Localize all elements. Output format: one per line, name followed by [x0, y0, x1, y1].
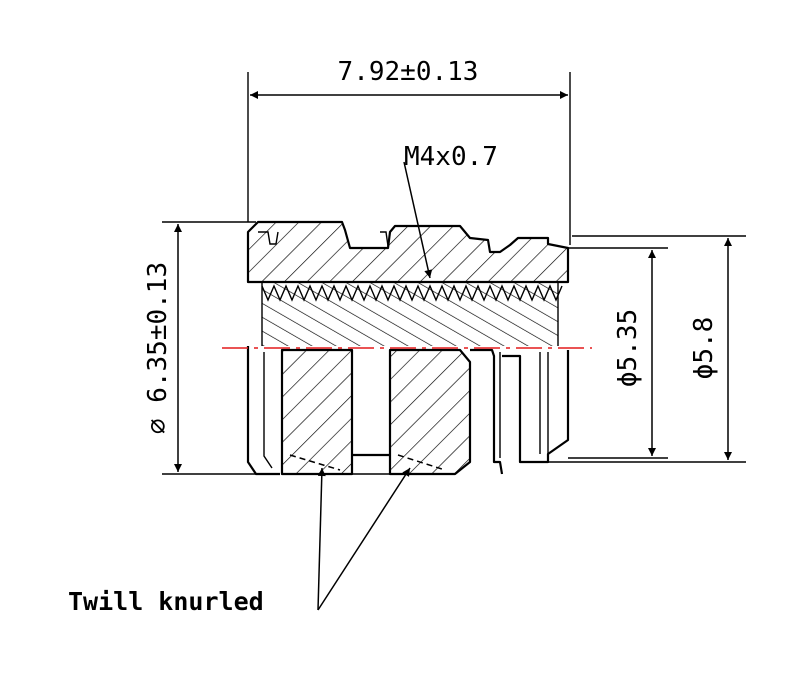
knurl-callout: Twill knurled	[68, 467, 411, 616]
lower-body-section	[246, 346, 570, 476]
upper-body-section	[246, 220, 570, 284]
length-label: 7.92±0.13	[338, 57, 479, 87]
knurl-note-label: Twill knurled	[68, 587, 264, 616]
outer-diameter-label: ∅ 6.35±0.13	[143, 262, 173, 434]
outer-diameter-dimension: ∅ 6.35±0.13	[143, 221, 256, 475]
diameter-58-dimension: ϕ5.8	[520, 235, 746, 463]
diameter-535-dimension: ϕ5.35	[568, 247, 668, 459]
internal-thread	[261, 282, 563, 346]
length-dimension: 7.92±0.13	[247, 57, 571, 245]
thread-label: M4x0.7	[404, 142, 498, 172]
thread-callout: M4x0.7	[403, 142, 498, 279]
diameter-535-label: ϕ5.35	[613, 309, 643, 387]
diameter-58-label: ϕ5.8	[689, 317, 719, 380]
